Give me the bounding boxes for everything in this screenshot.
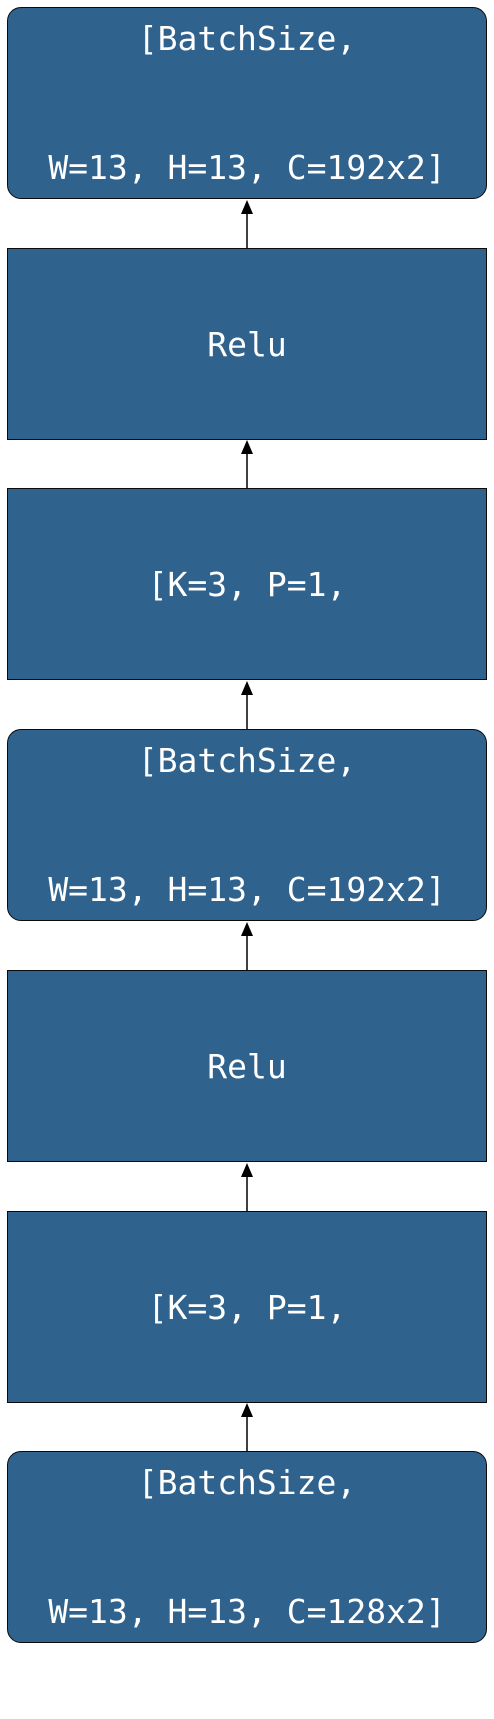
node-label-line: [BatchSize, <box>137 1463 357 1502</box>
node-label-line: Relu <box>207 324 287 364</box>
node-label-line: In=128x2, Out=192x2] <box>48 1416 446 1456</box>
node-label-line: [K=3, P=1, <box>147 564 347 604</box>
node-label-line: W=13, H=13, C=192x2] <box>48 870 446 909</box>
node-label-line: Relu <box>207 1046 287 1086</box>
conv2d-3-node: Conv2D#3 [K=3, P=1, In=128x2, Out=192x2] <box>7 1159 487 1456</box>
relu-node-top: Relu <box>7 248 487 440</box>
node-label-line: [BatchSize, <box>137 741 357 780</box>
node-label-line: Conv2D#3 <box>167 1158 327 1198</box>
tensor-node-mid: [BatchSize, W=13, H=13, C=192x2] <box>7 729 487 921</box>
node-label-line: [K=3, P=1, <box>147 1287 347 1327</box>
node-label-line: [BatchSize, <box>137 19 357 58</box>
relu-node-bottom: Relu <box>7 970 487 1162</box>
node-label-line: W=13, H=13, C=128x2] <box>48 1592 446 1631</box>
conv2d-4-node: Conv2D#4 [K=3, P=1, In=192x2, Out=192x2] <box>7 436 487 733</box>
node-label-line: W=13, H=13, C=192x2] <box>48 148 446 187</box>
node-label-line: Conv2D#4 <box>167 435 327 475</box>
tensor-node-bottom: [BatchSize, W=13, H=13, C=128x2] <box>7 1451 487 1643</box>
tensor-node-top: [BatchSize, W=13, H=13, C=192x2] <box>7 7 487 199</box>
node-label-line: In=192x2, Out=192x2] <box>48 693 446 733</box>
